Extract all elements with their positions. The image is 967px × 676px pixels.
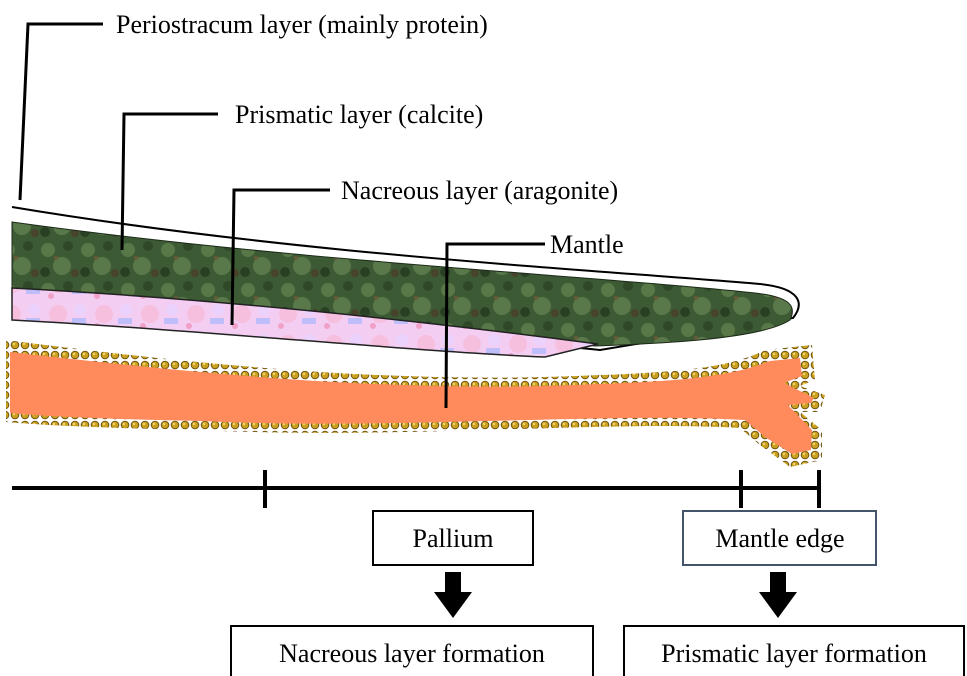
down-arrow-icon [759,572,797,618]
prismatic-formation-label: Prismatic layer formation [661,639,927,668]
nacreous-formation-label: Nacreous layer formation [279,639,545,668]
periostracum-label: Periostracum layer (mainly protein) [116,10,488,39]
mantle-edge-label: Mantle edge [715,524,844,553]
pallium-label: Pallium [413,524,494,553]
periostracum-leader [20,24,103,200]
mantle-tissue [10,352,814,454]
mantle-label: Mantle [550,230,624,259]
nacreous-label: Nacreous layer (aragonite) [341,176,618,205]
prismatic-label: Prismatic layer (calcite) [235,100,483,129]
down-arrow-icon [434,572,472,618]
